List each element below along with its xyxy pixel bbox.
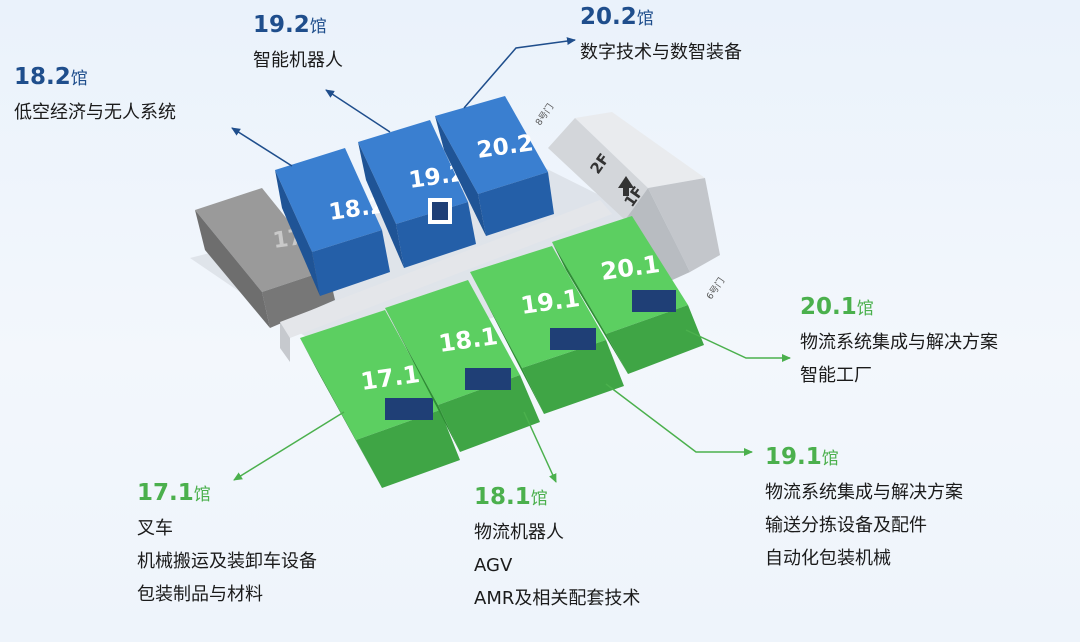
hall-number: 20.2 xyxy=(580,4,637,30)
hall-label-20-1: 20.1馆 物流系统集成与解决方案 智能工厂 xyxy=(800,294,998,392)
hall-desc-line: AMR及相关配套技术 xyxy=(474,588,641,609)
gate-label-6: 6号门 xyxy=(704,275,727,301)
hall-label-17-1: 17.1馆 叉车 机械搬运及装卸车设备 包装制品与材料 xyxy=(137,480,317,611)
hall-desc-line: 叉车 xyxy=(137,518,173,539)
hall-label-19-2: 19.2馆 智能机器人 xyxy=(253,12,343,77)
hall-block-20-1[interactable]: 20.1 xyxy=(552,216,704,374)
hall-desc-line: 低空经济与无人系统 xyxy=(14,102,176,123)
hall-desc-line: 包装制品与材料 xyxy=(137,584,263,605)
hall-desc-line: 自动化包装机械 xyxy=(765,548,891,569)
walkway xyxy=(280,200,612,362)
logo-badge-18-1 xyxy=(465,368,511,390)
hall-label-20-2: 20.2馆 数字技术与数智装备 xyxy=(580,4,742,69)
hall-desc-line: 智能工厂 xyxy=(800,365,872,386)
hall-desc-line: AGV xyxy=(474,555,513,576)
hall-block-20-2[interactable]: 20.2 xyxy=(435,96,554,236)
hall-desc-line: 输送分拣设备及配件 xyxy=(765,515,927,536)
hall-desc-line: 物流系统集成与解决方案 xyxy=(800,332,998,353)
hall-suffix: 馆 xyxy=(530,489,548,509)
hall-suffix: 馆 xyxy=(856,299,874,319)
callout-lines-upper xyxy=(231,37,576,167)
hall-number: 19.2 xyxy=(253,12,310,38)
hall-block-19-1[interactable]: 19.1 xyxy=(470,246,624,414)
gate-label-8: 8号门 xyxy=(533,101,556,127)
hall-suffix: 馆 xyxy=(636,9,654,29)
hall-number: 18.1 xyxy=(474,484,531,510)
callout-lines-lower xyxy=(233,329,791,483)
up-arrow-icon xyxy=(618,176,634,196)
hall-desc-line: 数字技术与数智装备 xyxy=(580,42,742,63)
hall-desc-line: 智能机器人 xyxy=(253,50,343,71)
hall-desc-line: 机械搬运及装卸车设备 xyxy=(137,551,317,572)
hall-suffix: 馆 xyxy=(821,449,839,469)
hall-number: 17.1 xyxy=(137,480,194,506)
logo-badge-17-1 xyxy=(385,398,433,420)
logo-badge-20-1 xyxy=(632,290,676,312)
hall-label-18-2: 18.2馆 低空经济与无人系统 xyxy=(14,64,176,129)
hall-desc-line: 物流机器人 xyxy=(474,522,564,543)
hall-number: 19.1 xyxy=(765,444,822,470)
hall-label-19-1: 19.1馆 物流系统集成与解决方案 输送分拣设备及配件 自动化包装机械 xyxy=(765,444,963,575)
hall-suffix: 馆 xyxy=(193,485,211,505)
hall-block-18-1[interactable]: 18.1 xyxy=(385,280,540,452)
hall-suffix: 馆 xyxy=(70,69,88,89)
logo-badge-19-1 xyxy=(550,328,596,350)
hall-number: 20.1 xyxy=(800,294,857,320)
hall-suffix: 馆 xyxy=(309,17,327,37)
hall-desc-line: 物流系统集成与解决方案 xyxy=(765,482,963,503)
hall-number: 18.2 xyxy=(14,64,71,90)
east-wing xyxy=(548,112,720,282)
hall-label-18-1: 18.1馆 物流机器人 AGV AMR及相关配套技术 xyxy=(474,484,640,615)
